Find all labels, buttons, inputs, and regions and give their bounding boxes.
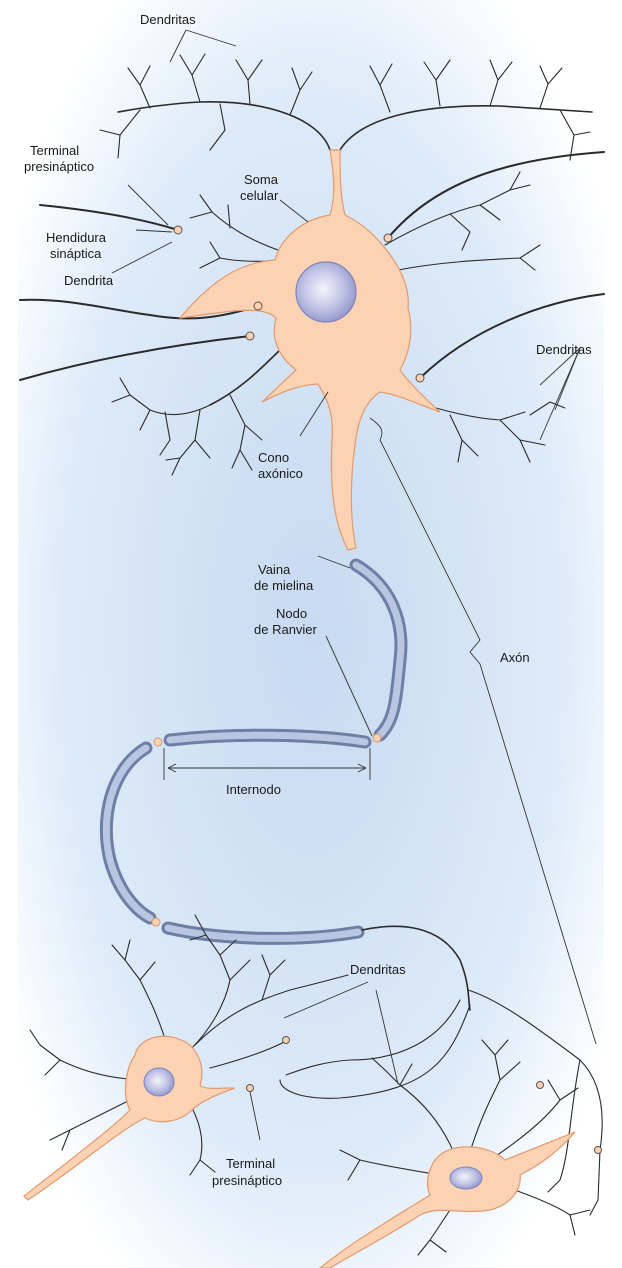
label-hendidura-2: sináptica — [50, 246, 102, 261]
label-internodo: Internodo — [226, 782, 281, 797]
label-dendritas-right: Dendritas — [536, 342, 592, 357]
label-nodo-2: de Ranvier — [254, 622, 318, 637]
label-terminal-presinaptico-2: presináptico — [24, 159, 94, 174]
label-dendrita: Dendrita — [64, 273, 114, 288]
label-terminal-bottom-1: Terminal — [226, 1156, 275, 1171]
synaptic-bulb — [384, 234, 392, 242]
label-hendidura-1: Hendidura — [46, 230, 107, 245]
label-nodo-1: Nodo — [276, 606, 307, 621]
synaptic-bulb — [416, 374, 424, 382]
synaptic-bulb — [254, 302, 262, 310]
label-dendritas-top: Dendritas — [140, 12, 196, 27]
label-axon: Axón — [500, 650, 530, 665]
synaptic-bulb — [174, 226, 182, 234]
nucleus — [296, 262, 356, 322]
synaptic-bulb — [246, 332, 254, 340]
label-terminal-bottom-2: presináptico — [212, 1173, 282, 1188]
label-dendritas-bottom: Dendritas — [350, 962, 406, 977]
label-vaina-1: Vaina — [258, 562, 291, 577]
label-vaina-2: de mielina — [254, 578, 314, 593]
label-soma-2: celular — [240, 188, 279, 203]
label-cono-1: Cono — [258, 450, 289, 465]
label-cono-2: axónico — [258, 466, 303, 481]
label-soma-1: Soma — [244, 172, 279, 187]
label-terminal-presinaptico-1: Terminal — [30, 143, 79, 158]
